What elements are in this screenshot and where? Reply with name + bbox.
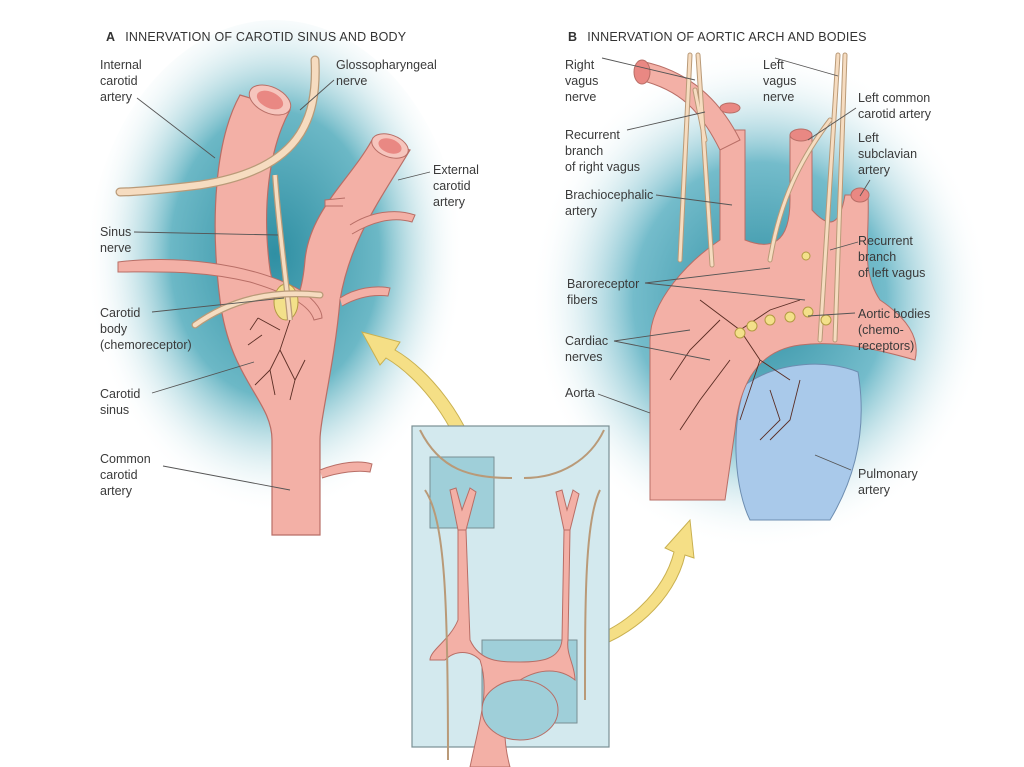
label-left-subclavian: Left subclavian artery — [858, 131, 918, 177]
label-external-carotid: External carotid artery — [433, 163, 479, 209]
lumen — [633, 59, 651, 85]
panel-b-letter: B — [568, 30, 578, 44]
sinus-fibers — [247, 317, 306, 401]
label-aorta: Aorta — [565, 386, 595, 400]
cardiac-plexus — [669, 299, 801, 441]
label-right-vagus: Right vagus nerve — [565, 58, 599, 104]
lumen — [789, 128, 813, 142]
aortic-bodies — [734, 251, 832, 339]
panel-a-title: A INNERVATION OF CAROTID SINUS AND BODY — [106, 30, 406, 44]
lumen-inner — [378, 138, 402, 154]
label-carotid-sinus: Carotid sinus — [100, 387, 141, 417]
label-cardiac-nerves: Cardiac nerves — [565, 334, 609, 364]
label-recurrent-left-vagus: Recurrent branch of left vagus — [858, 234, 926, 280]
label-left-vagus: Left vagus nerve — [763, 58, 797, 104]
panel-b-title: B INNERVATION OF AORTIC ARCH AND BODIES — [568, 30, 867, 44]
label-sinus-nerve: Sinus nerve — [100, 225, 132, 255]
branch — [349, 211, 416, 235]
panel-a-title-text: INNERVATION OF CAROTID SINUS AND BODY — [125, 30, 407, 44]
lumen — [719, 102, 741, 114]
label-internal-carotid: Internal carotid artery — [100, 58, 142, 104]
branch — [319, 461, 373, 479]
inset-arch-hole — [481, 679, 559, 741]
label-brachiocephalic: Brachiocephalic artery — [565, 188, 654, 218]
nerve-fill — [116, 56, 319, 196]
nerve-fill — [192, 291, 323, 328]
label-aortic-bodies: Aortic bodies (chemo- receptors) — [858, 307, 931, 353]
label-baroreceptor-fibers: Baroreceptor fibers — [567, 277, 640, 307]
nerve-fill — [273, 174, 292, 321]
nerve-fill — [678, 53, 847, 342]
label-recurrent-right-vagus: Recurrent branch of right vagus — [565, 128, 641, 174]
label-pulmonary-artery: Pulmonary artery — [858, 467, 918, 497]
label-glossopharyngeal: Glossopharyngeal nerve — [336, 58, 437, 88]
label-common-carotid: Common carotid artery — [100, 452, 151, 498]
lumen — [850, 187, 870, 203]
label-carotid-body: Carotid body (chemoreceptor) — [100, 306, 192, 352]
panel-b-title-text: INNERVATION OF AORTIC ARCH AND BODIES — [587, 30, 867, 44]
pulmonary-artery — [735, 363, 862, 521]
branch — [339, 286, 391, 307]
lumen-inner — [256, 90, 284, 110]
label-left-common-carotid: Left common carotid artery — [858, 91, 931, 121]
branch — [324, 197, 346, 207]
leader-lines — [133, 57, 871, 491]
panel-a-letter: A — [106, 30, 116, 44]
inset-nerves — [419, 429, 605, 761]
